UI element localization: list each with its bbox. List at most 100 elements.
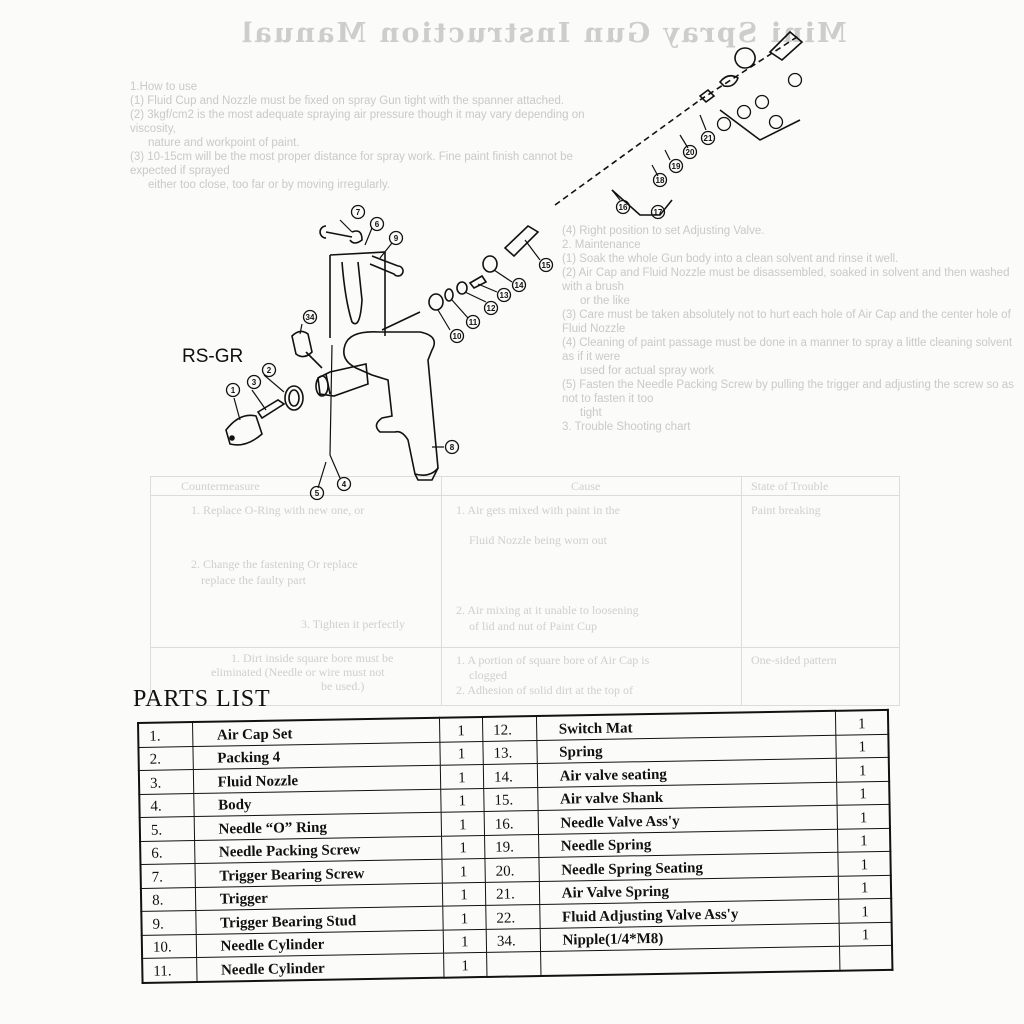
callout-34: 34 xyxy=(302,309,318,325)
callout-4: 4 xyxy=(336,476,352,492)
callout-12: 12 xyxy=(483,300,499,316)
callout-1: 1 xyxy=(225,382,241,398)
bleed-cell: 1. Dirt inside square bore must be xyxy=(231,651,394,665)
callout-5: 5 xyxy=(309,485,325,501)
trigger-drawing xyxy=(329,251,386,338)
part-quantity: 1 xyxy=(836,757,890,782)
svg-text:3: 3 xyxy=(252,378,257,387)
bleed-line: 1.How to use xyxy=(130,81,198,93)
bleed-line: (3) 10-15cm will be the most proper dist… xyxy=(130,151,573,177)
leader-lines xyxy=(233,114,707,489)
bleed-line: (1) Fluid Cup and Nozzle must be fixed o… xyxy=(130,95,565,107)
bleed-cell: 3. Tighten it perfectly xyxy=(301,617,405,631)
part-number: 8. xyxy=(140,887,196,912)
bleed-line: (1) Soak the whole Gun body into a clean… xyxy=(562,253,899,265)
bleed-line: 3. Trouble Shooting chart xyxy=(562,421,691,433)
svg-text:21: 21 xyxy=(704,134,713,143)
part-quantity: 1 xyxy=(837,804,890,829)
fluid-adjusting-valve-drawing xyxy=(698,30,804,104)
part-quantity: 1 xyxy=(838,874,892,900)
part-quantity: 1 xyxy=(835,709,889,735)
callout-10: 10 xyxy=(449,328,465,344)
part-quantity: 1 xyxy=(839,898,892,923)
part-quantity: 1 xyxy=(839,921,893,947)
bleed-header: Countermeasure xyxy=(181,479,260,493)
part-number: 11. xyxy=(142,957,197,983)
part-quantity xyxy=(839,945,893,971)
bleed-line: either too close, too far or by moving i… xyxy=(148,179,391,191)
part-quantity: 1 xyxy=(442,881,486,907)
bleed-through-maintenance: (4) Right position to set Adjusting Valv… xyxy=(562,224,1014,434)
part-number: 15. xyxy=(483,787,538,812)
bleed-cell: be used.) xyxy=(321,679,365,693)
o-ring-drawing xyxy=(284,385,304,411)
trigger-bearing-stud-drawing xyxy=(369,255,404,277)
callout-3: 3 xyxy=(246,374,262,390)
bleed-line: (4) Cleaning of paint passage must be do… xyxy=(562,337,1013,363)
callout-6: 6 xyxy=(369,216,385,232)
svg-text:16: 16 xyxy=(619,203,628,212)
svg-text:14: 14 xyxy=(515,281,524,290)
part-quantity: 1 xyxy=(838,851,891,876)
svg-text:15: 15 xyxy=(542,261,551,270)
callout-2: 2 xyxy=(261,362,277,378)
part-number: 6. xyxy=(140,840,195,865)
svg-text:9: 9 xyxy=(394,234,399,243)
bleed-cell: One-sided pattern xyxy=(751,653,837,667)
part-quantity: 1 xyxy=(836,733,889,759)
part-number: 2. xyxy=(138,746,194,771)
part-quantity: 1 xyxy=(441,834,485,860)
bleed-line: (5) Fasten the Needle Packing Screw by p… xyxy=(562,379,1014,405)
bleed-line: (3) Care must be taken absolutely not to… xyxy=(562,309,1011,335)
callouts: 1 2 3 34 7 6 9 8 4 5 10 11 12 13 14 15 1… xyxy=(225,72,803,501)
svg-text:6: 6 xyxy=(375,220,380,229)
svg-text:34: 34 xyxy=(306,313,315,322)
svg-text:7: 7 xyxy=(356,208,361,217)
svg-text:11: 11 xyxy=(469,318,478,327)
callout-unreadable xyxy=(716,72,803,132)
bleed-cell: of lid and nut of Paint Cup xyxy=(469,619,597,633)
part-quantity: 1 xyxy=(442,905,487,930)
part-number: 1. xyxy=(138,722,193,747)
svg-text:5: 5 xyxy=(315,489,320,498)
bleed-cell: clogged xyxy=(469,668,507,682)
gun-body-drawing xyxy=(343,330,439,476)
bleed-cell: 2. Change the fastening Or replace xyxy=(191,557,358,571)
part-number: 12. xyxy=(482,716,537,741)
part-name xyxy=(540,946,841,976)
svg-text:12: 12 xyxy=(487,304,496,313)
needle-line xyxy=(381,311,421,331)
part-name: Needle Cylinder xyxy=(196,953,444,982)
callout-17: 17 xyxy=(650,204,666,220)
bleed-through-how-to-use: 1.How to use (1) Fluid Cup and Nozzle mu… xyxy=(130,80,620,192)
svg-text:18: 18 xyxy=(656,176,665,185)
bleed-cell: Fluid Nozzle being worn out xyxy=(469,533,607,547)
bleed-cell: Paint breaking xyxy=(751,503,821,517)
part-number: 3. xyxy=(138,769,194,794)
model-label: RS-GR xyxy=(182,346,244,367)
svg-text:17: 17 xyxy=(654,208,663,217)
callout-8: 8 xyxy=(444,439,460,455)
part-number: 16. xyxy=(484,810,539,835)
callout-20: 20 xyxy=(682,144,698,160)
bleed-cell: 1. Air gets mixed with paint in the xyxy=(456,503,620,517)
bleed-line: (2) 3kgf/cm2 is the most adequate sprayi… xyxy=(130,109,585,135)
callout-11: 11 xyxy=(465,314,481,330)
bleed-line: (2) Air Cap and Fluid Nozzle must be dis… xyxy=(562,267,1010,293)
callout-19: 19 xyxy=(668,158,684,174)
svg-text:8: 8 xyxy=(450,443,455,452)
part-quantity: 1 xyxy=(837,827,891,853)
callout-7: 7 xyxy=(350,204,366,220)
part-number: 13. xyxy=(482,740,537,765)
bleed-line: used for actual spray work xyxy=(580,365,715,377)
part-quantity: 1 xyxy=(439,740,484,766)
svg-text:1: 1 xyxy=(231,386,236,395)
svg-text:19: 19 xyxy=(672,162,681,171)
part-quantity: 1 xyxy=(837,780,890,806)
bleed-line: or the like xyxy=(580,295,630,307)
part-number: 19. xyxy=(484,834,539,859)
fluid-nozzle-drawing xyxy=(256,399,286,420)
part-quantity: 1 xyxy=(441,858,486,883)
